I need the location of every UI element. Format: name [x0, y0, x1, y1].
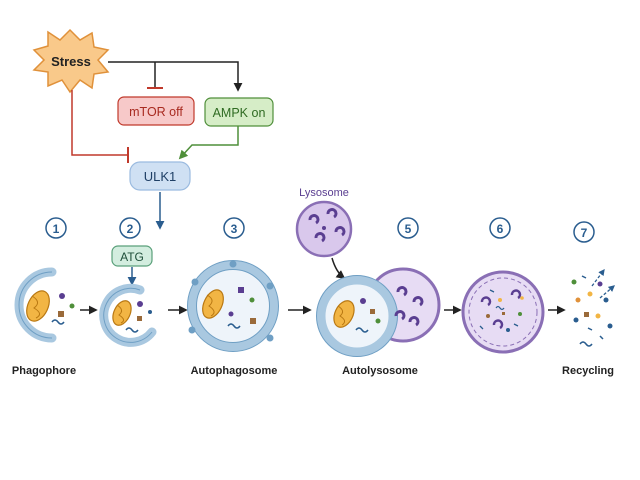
- stress-label: Stress: [51, 54, 91, 69]
- label-autolysosome: Autolysosome: [342, 365, 418, 377]
- atg-label: ATG: [120, 250, 144, 264]
- step-number-3: 3: [223, 217, 245, 239]
- stress-burst: Stress: [32, 28, 110, 94]
- ulk1-label: ULK1: [144, 169, 177, 184]
- step-number-1: 1: [45, 217, 67, 239]
- atg-box: ATG: [111, 245, 153, 267]
- svg-text:6: 6: [497, 222, 504, 236]
- step-number-7: 7: [573, 221, 595, 243]
- svg-text:7: 7: [581, 226, 588, 240]
- recycled-molecules: [571, 268, 615, 347]
- step-number-5: 5: [397, 217, 419, 239]
- lysosome-label: Lysosome: [299, 187, 349, 199]
- ampk-box: AMPK on: [204, 97, 274, 127]
- label-autophagosome: Autophagosome: [191, 365, 278, 377]
- svg-text:3: 3: [231, 222, 238, 236]
- autolysosome: [316, 267, 441, 357]
- ulk1-box: ULK1: [129, 161, 191, 191]
- svg-text:5: 5: [405, 222, 412, 236]
- stress-to-ulk1-inhibit: [71, 90, 129, 163]
- stress-branch-lines: [108, 61, 243, 92]
- label-recycling: Recycling: [562, 365, 614, 377]
- mitochondrion-icon: [26, 290, 50, 322]
- step-number-2: 2: [119, 217, 141, 239]
- elongating-membrane: [99, 283, 157, 347]
- mtor-label: mTOR off: [129, 105, 183, 119]
- phagophore: [14, 267, 75, 343]
- ampk-label: AMPK on: [213, 106, 266, 120]
- svg-text:1: 1: [53, 222, 60, 236]
- svg-text:2: 2: [127, 222, 134, 236]
- step-number-6: 6: [489, 217, 511, 239]
- label-phagophore: Phagophore: [12, 365, 76, 377]
- lysosome: [295, 200, 353, 258]
- mtor-box: mTOR off: [117, 96, 195, 126]
- degrading-autolysosome: [461, 270, 545, 354]
- autophagosome: [187, 260, 279, 352]
- lysosome-fusion-arrow: [331, 257, 346, 280]
- ampk-to-ulk1-arrow: [178, 126, 239, 160]
